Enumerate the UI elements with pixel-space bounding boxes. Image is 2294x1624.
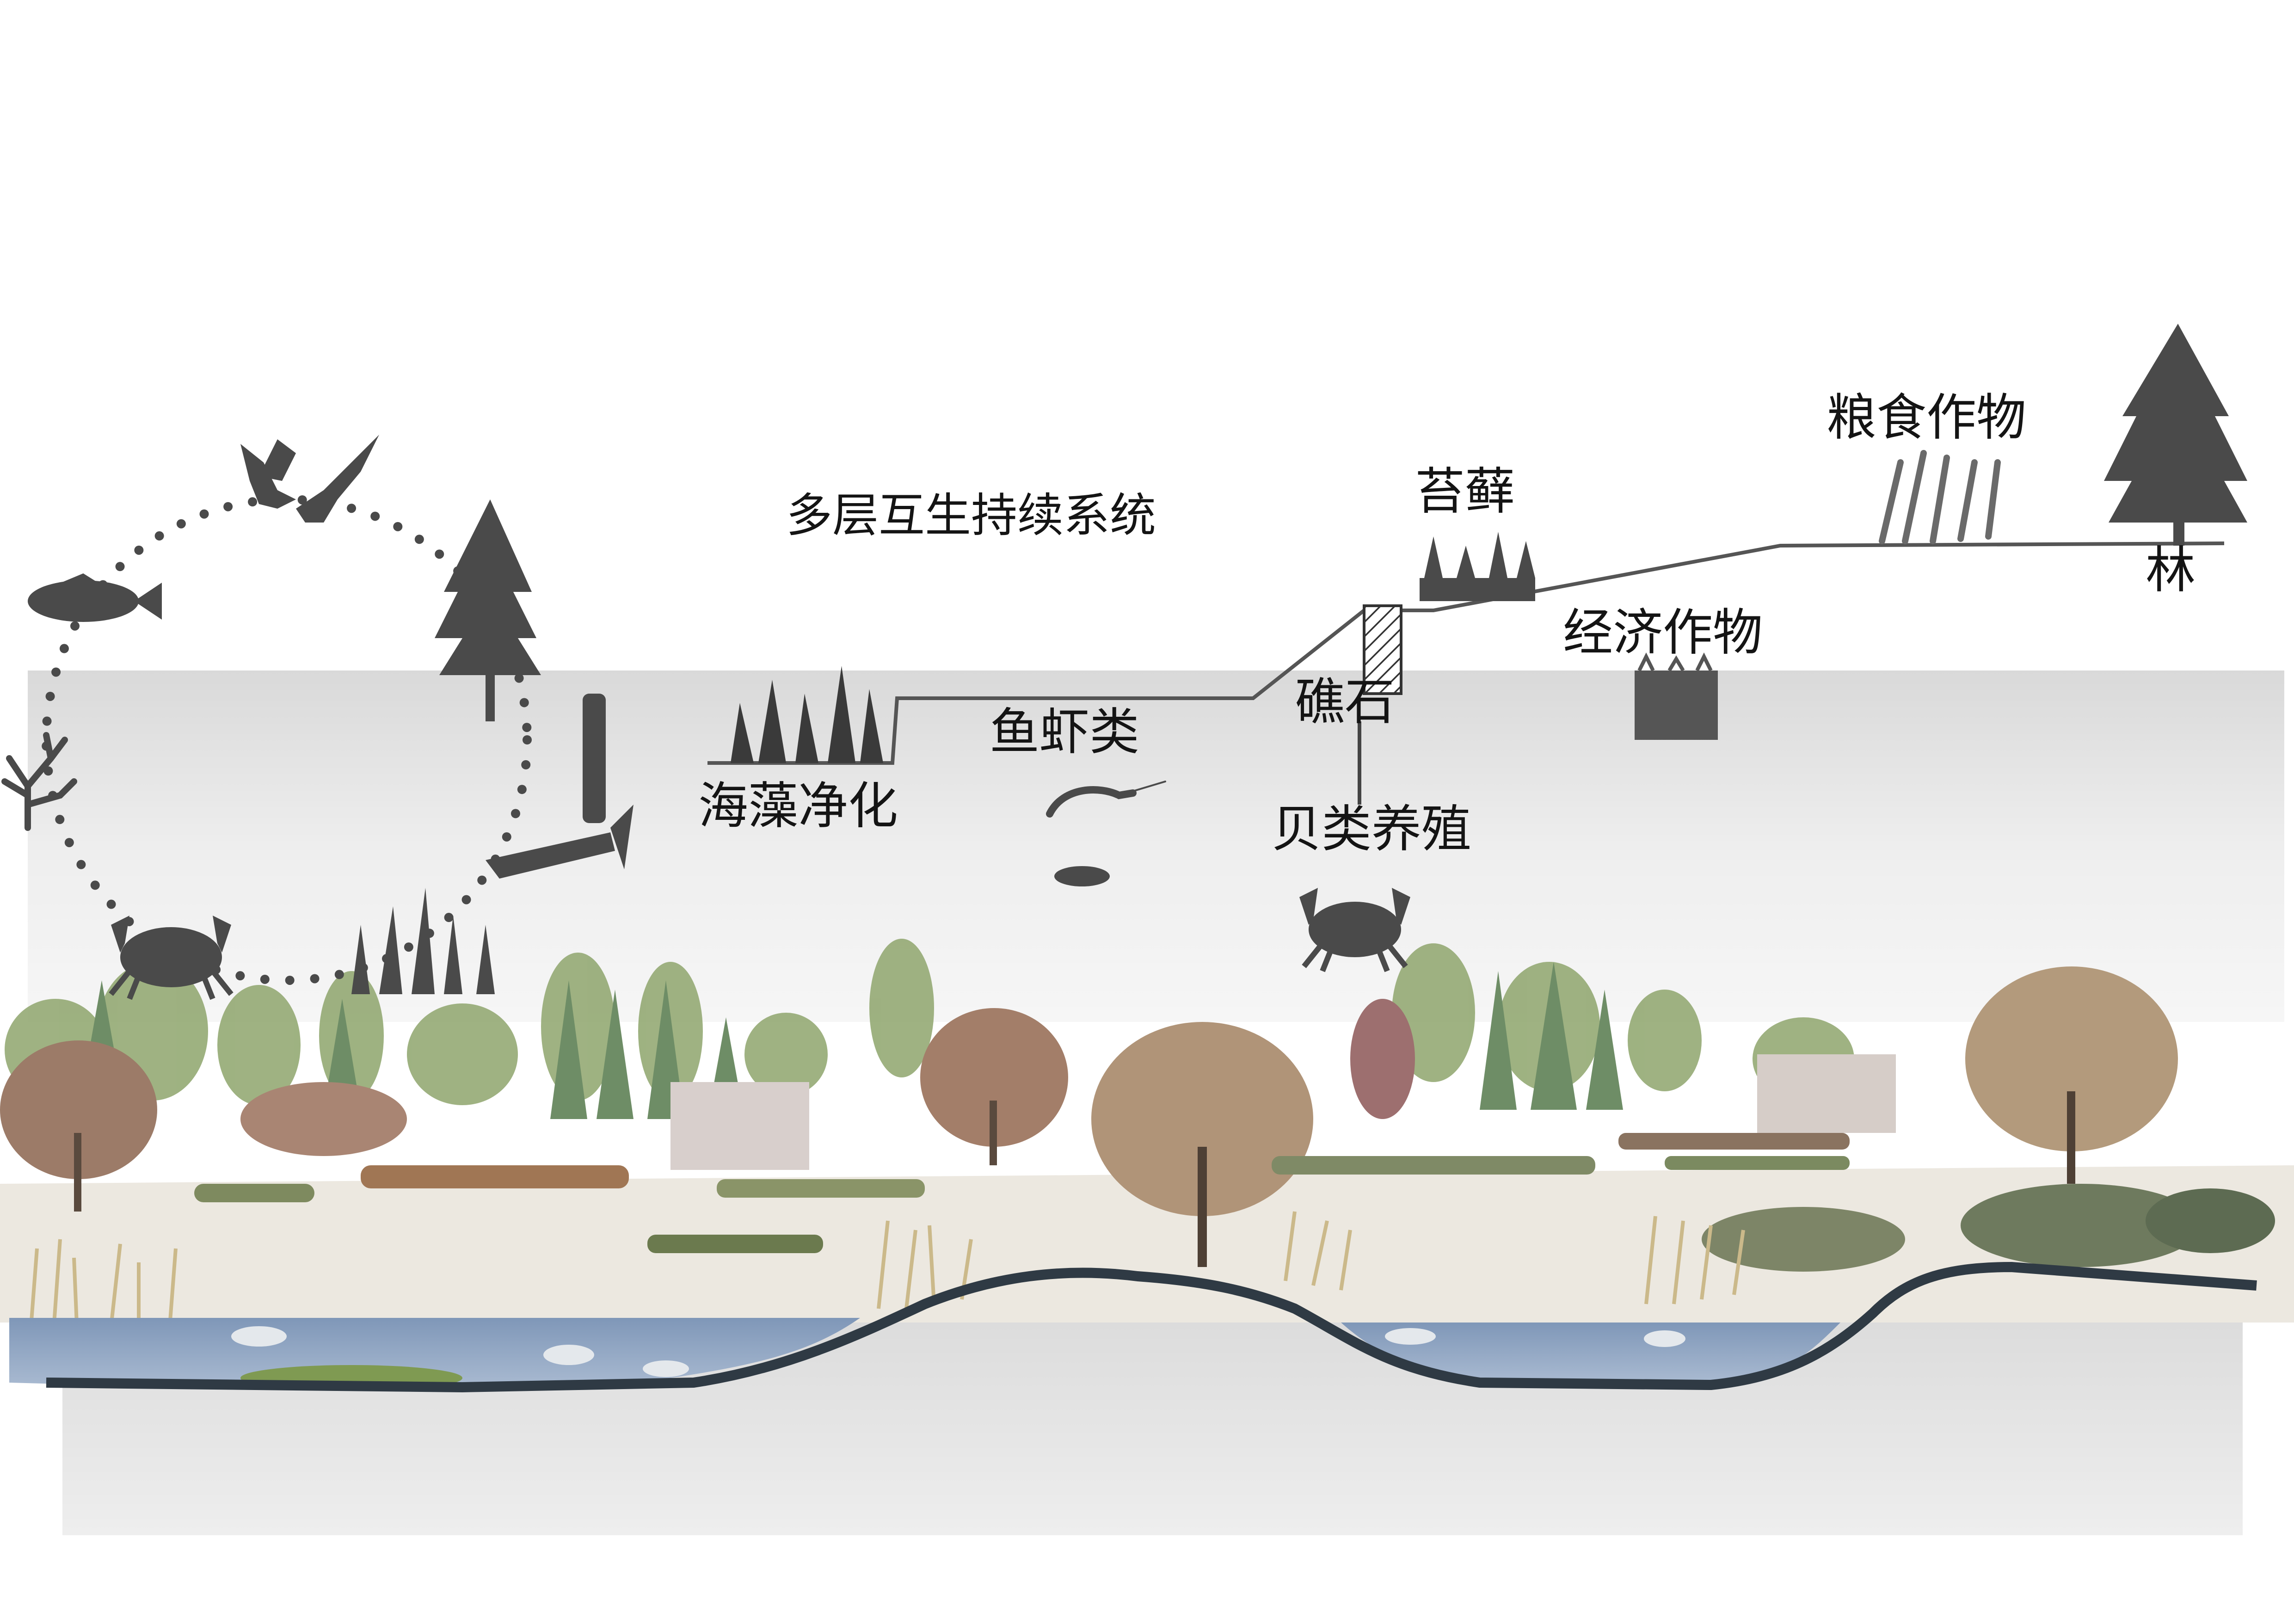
elevation-profile (707, 541, 2225, 805)
tree-icon (435, 499, 541, 721)
coral-icon (1, 732, 77, 831)
shrub-strips (194, 1133, 2275, 1272)
seaweed-icon (731, 666, 883, 763)
label-reef: 礁石 (1295, 673, 1395, 731)
diagram-title: 多层互生持续系统 (786, 488, 1156, 542)
driftwood-icon (486, 694, 633, 879)
fish-icon (1054, 866, 1110, 886)
label-fish-shrimp: 鱼虾类 (990, 703, 1140, 761)
profile-steps (707, 541, 2225, 765)
section-profile-line (46, 1262, 2257, 1392)
crab-icon (1299, 888, 1410, 972)
forest-tree-icon (2104, 324, 2247, 546)
cash-crop-icon (1635, 652, 1718, 740)
building-right (1757, 1054, 1896, 1133)
moss-icon (1420, 532, 1535, 601)
water-right (1341, 1323, 1840, 1383)
ground-plane (0, 1165, 2294, 1323)
cycle-dotted-ring (42, 495, 532, 985)
reed-icon (351, 888, 495, 994)
building-left (670, 1082, 809, 1170)
shrimp-icon (1046, 781, 1166, 818)
bird-icon (240, 435, 379, 523)
label-forest: 林 (2146, 541, 2196, 599)
bank-reeds (26, 1211, 1745, 1369)
label-grain-crops: 粮食作物 (1827, 389, 2027, 447)
fish-icon (28, 573, 162, 622)
landscape-section (0, 939, 2294, 1392)
label-shellfish: 贝类养殖 (1272, 800, 1472, 858)
water-fish (231, 1326, 1685, 1377)
label-seaweed: 海藻净化 (698, 777, 898, 835)
background-band (28, 671, 2284, 1022)
grain-crop-icon (1879, 450, 2001, 544)
reef-block (1363, 604, 1402, 695)
feature-trees (0, 966, 2178, 1267)
label-moss: 苔藓 (1415, 463, 1515, 521)
label-cash-crops: 经济作物 (1563, 604, 1763, 662)
ecosystem-cycle (1, 435, 633, 1000)
crab-icon (109, 916, 234, 1000)
